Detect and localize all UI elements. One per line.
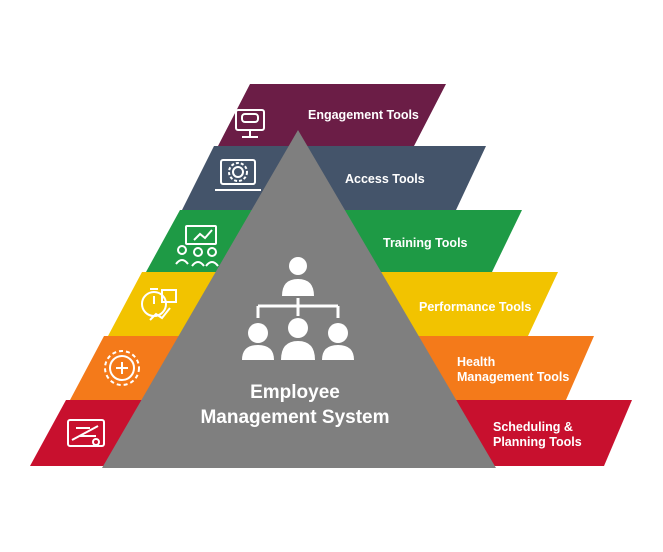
stopwatch-chart-icon — [141, 288, 177, 321]
tier-label-health: Health Management Tools — [457, 355, 569, 385]
center-title: Employee Management System — [170, 380, 420, 430]
tier-label-engagement: Engagement Tools — [308, 108, 419, 122]
tier-label-scheduling-line1: Scheduling & — [493, 420, 573, 434]
tier-label-performance: Performance Tools — [419, 300, 532, 314]
tier-band-access — [182, 146, 486, 210]
tier-label-access: Access Tools — [345, 172, 425, 186]
tier-label-training: Training Tools — [383, 236, 468, 250]
tier-band-engagement — [218, 84, 446, 146]
tier-label-health-line2: Management Tools — [457, 370, 570, 384]
org-chart-icon — [242, 257, 354, 360]
laptop-gear-icon — [215, 159, 261, 191]
tier-label-scheduling-line2: Planning Tools — [493, 435, 582, 449]
tier-label-scheduling: Scheduling & Planning Tools — [493, 420, 582, 450]
tier-label-health-line1: Health — [457, 355, 496, 369]
blueprint-planning-icon — [67, 419, 105, 447]
gear-medical-cross-icon — [104, 350, 140, 386]
center-title-line2: Management System — [200, 407, 390, 428]
presentation-board-icon — [175, 225, 219, 267]
center-title-line1: Employee — [250, 382, 340, 403]
monitor-chat-icon — [235, 109, 265, 138]
